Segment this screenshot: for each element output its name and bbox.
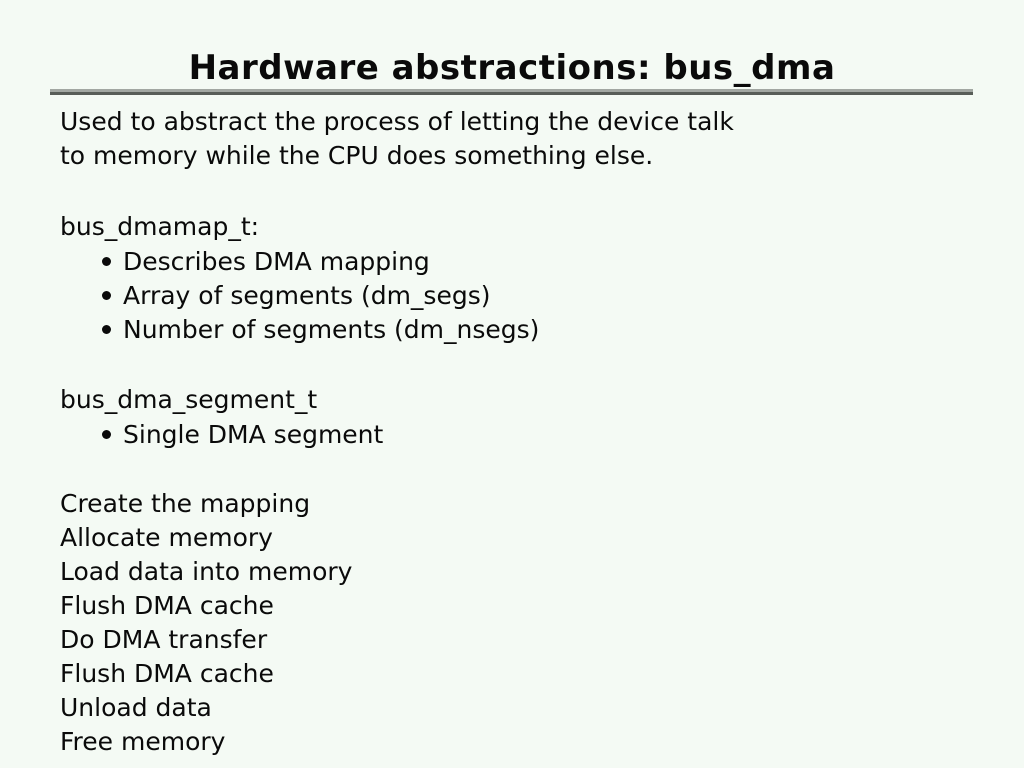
bullet-dot-icon	[102, 429, 111, 439]
bullet-dot-icon	[102, 256, 111, 266]
bullet-dot-icon	[102, 290, 111, 300]
step-line: Free memory	[60, 727, 226, 756]
intro-line-1: Used to abstract the process of letting …	[60, 107, 734, 136]
bullet-item: Number of segments (dm_nsegs)	[60, 312, 994, 346]
intro-line-2: to memory while the CPU does something e…	[60, 141, 654, 170]
section-heading: bus_dma_segment_t	[60, 385, 318, 414]
bullet-text: Array of segments (dm_segs)	[123, 280, 491, 310]
bullet-text: Describes DMA mapping	[123, 246, 430, 276]
section-heading: bus_dmamap_t:	[60, 212, 260, 241]
step-line: Load data into memory	[60, 557, 353, 586]
slide-body: Used to abstract the process of letting …	[60, 105, 994, 759]
bullet-item: Single DMA segment	[60, 417, 994, 451]
intro-paragraph: Used to abstract the process of letting …	[60, 105, 994, 173]
bullet-item: Array of segments (dm_segs)	[60, 278, 994, 312]
step-line: Flush DMA cache	[60, 659, 274, 688]
steps-list: Create the mapping Allocate memory Load …	[60, 487, 994, 759]
title-divider	[50, 89, 973, 95]
section-bus-dmamap-t: bus_dmamap_t: Describes DMA mapping Arra…	[60, 210, 994, 346]
step-line: Do DMA transfer	[60, 625, 268, 654]
step-line: Create the mapping	[60, 489, 311, 518]
bullet-item: Describes DMA mapping	[60, 244, 994, 278]
step-line: Unload data	[60, 693, 212, 722]
step-line: Allocate memory	[60, 523, 273, 552]
step-line: Flush DMA cache	[60, 591, 274, 620]
section-bus-dma-segment-t: bus_dma_segment_t Single DMA segment	[60, 383, 994, 451]
bullet-text: Single DMA segment	[123, 419, 384, 449]
bullet-text: Number of segments (dm_nsegs)	[123, 314, 540, 344]
bullet-dot-icon	[102, 324, 111, 334]
slide-title: Hardware abstractions: bus_dma	[188, 48, 836, 88]
